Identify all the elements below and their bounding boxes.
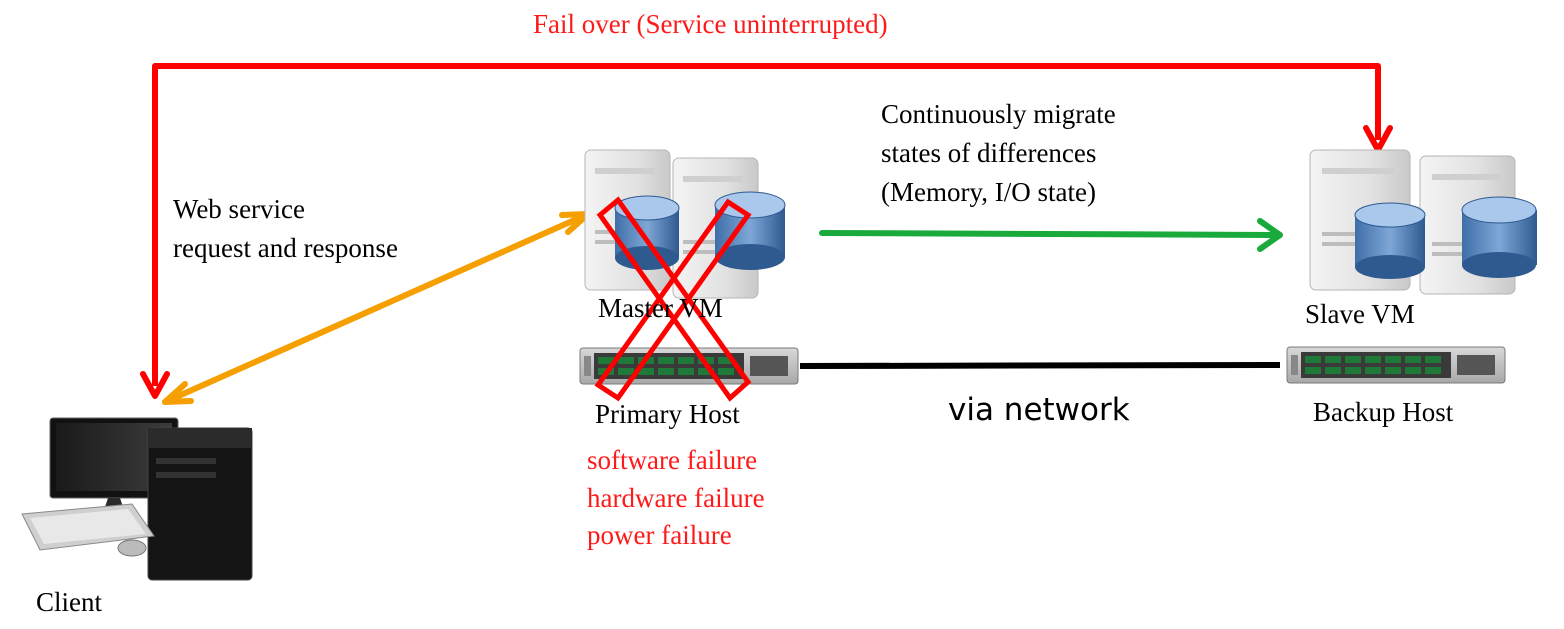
failure-item-hardware: hardware failure (587, 483, 765, 513)
migrate-label-line2: states of differences (881, 138, 1097, 168)
network-line (799, 362, 1281, 369)
client-computer-icon (21, 417, 253, 581)
failure-item-power: power failure (587, 520, 732, 550)
client-label: Client (36, 587, 102, 617)
backup-host-icon (1286, 346, 1506, 384)
master-vm-label: Master VM (598, 293, 723, 323)
master-vm-icon (584, 149, 786, 299)
network-label: via network (948, 392, 1130, 428)
request-label-line2: request and response (173, 233, 398, 263)
failover-title: Fail over (Service uninterrupted) (533, 9, 888, 39)
slave-vm-icon (1309, 149, 1537, 295)
backup-host-label: Backup Host (1313, 397, 1454, 427)
failure-x-mark (594, 196, 752, 402)
migrate-label-line3: (Memory, I/O state) (881, 177, 1096, 207)
migrate-arrow (819, 218, 1283, 252)
migrate-label-line1: Continuously migrate (881, 99, 1116, 129)
slave-vm-label: Slave VM (1305, 299, 1415, 329)
request-label-line1: Web service (173, 194, 306, 224)
failure-item-software: software failure (587, 445, 758, 475)
primary-host-label: Primary Host (595, 399, 740, 429)
